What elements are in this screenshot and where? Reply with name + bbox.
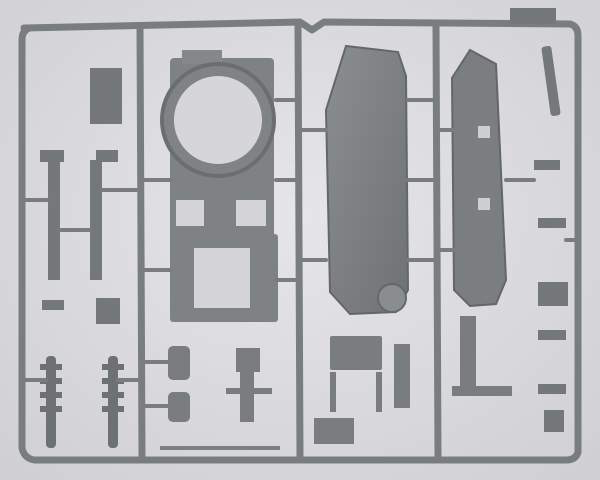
- right-lower-parts: [314, 316, 512, 444]
- spring-part-right: [102, 356, 124, 448]
- sprue-gates: [22, 98, 580, 408]
- spring-part-left: [40, 356, 62, 448]
- left-small-parts: [40, 68, 122, 324]
- right-column-parts: [534, 46, 568, 432]
- fender-part: [450, 48, 508, 308]
- sprue-frame: [18, 18, 582, 464]
- sprue-tab: [510, 8, 556, 24]
- hull-side-part: [324, 44, 410, 316]
- bottom-runner: [160, 446, 280, 450]
- hull-wheel-boss: [377, 283, 407, 313]
- turret-ring-part: [160, 50, 276, 242]
- lower-hull-plate: [170, 234, 278, 322]
- center-lower-parts: [168, 346, 272, 422]
